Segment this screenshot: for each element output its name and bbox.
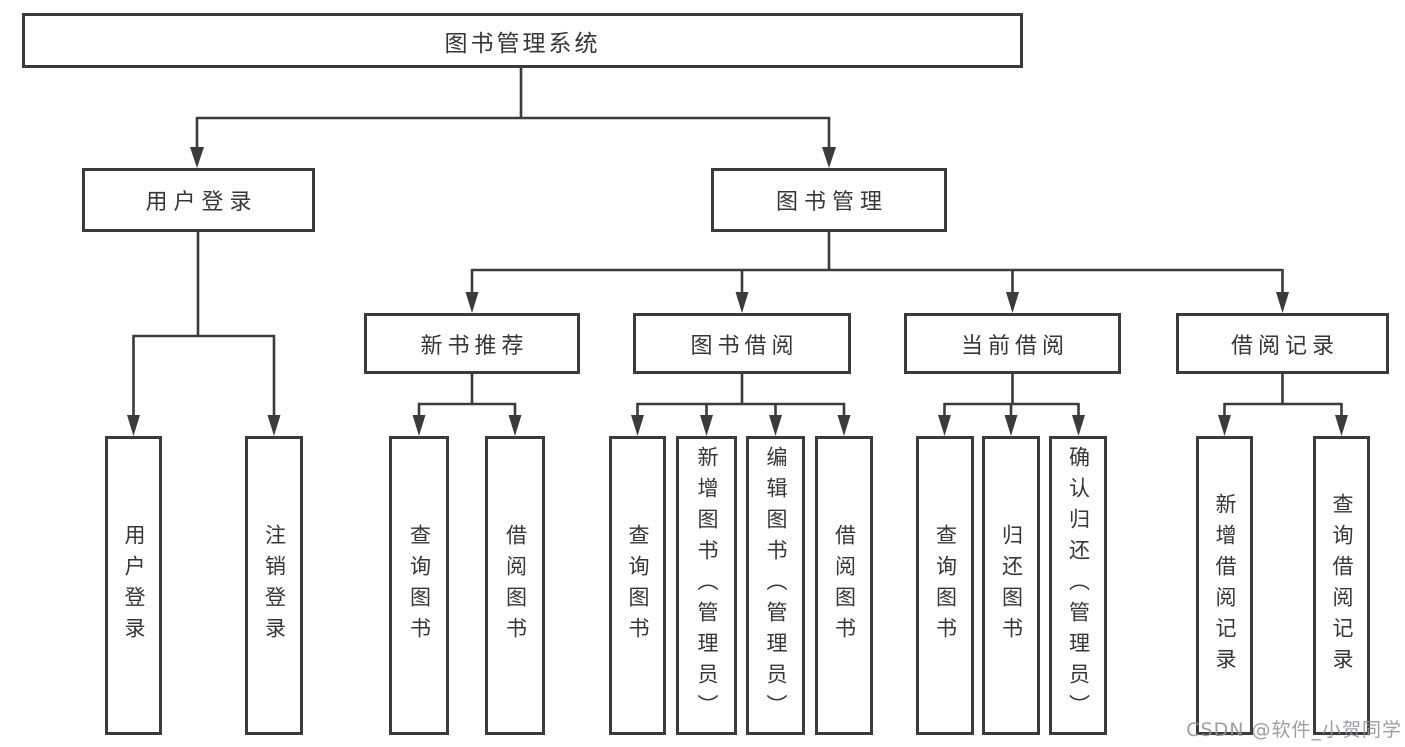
leaf-borrow-book-recommend: 借阅图书: [485, 436, 545, 735]
node-borrow-record: 借阅记录: [1176, 313, 1389, 374]
node-root-system: 图书管理系统: [22, 13, 1023, 68]
leaf-user-login: 用户登录: [105, 436, 162, 735]
leaf-logout: 注销登录: [245, 436, 303, 735]
leaf-query-book-recommend: 查询图书: [389, 436, 449, 735]
node-book-management: 图书管理: [711, 168, 947, 232]
leaf-query-current: 查询图书: [916, 436, 974, 735]
leaf-add-borrow-record: 新增借阅记录: [1196, 436, 1253, 735]
leaf-borrow-book: 借阅图书: [815, 436, 873, 735]
leaf-query-borrow-record: 查询借阅记录: [1313, 436, 1370, 735]
node-book-borrow: 图书借阅: [633, 313, 851, 374]
leaf-edit-book-admin: 编辑图书（管理员）: [746, 436, 805, 735]
leaf-query-book: 查询图书: [609, 436, 666, 735]
leaf-confirm-return-admin: 确认归还（管理员）: [1049, 436, 1107, 735]
node-user-login: 用户登录: [82, 168, 315, 232]
node-current-borrow: 当前借阅: [904, 313, 1121, 374]
node-new-book-recommend: 新书推荐: [364, 313, 580, 374]
csdn-watermark: CSDN @软件_小贺同学: [1186, 719, 1402, 741]
leaf-return-book: 归还图书: [982, 436, 1040, 735]
leaf-add-book-admin: 新增图书（管理员）: [676, 436, 737, 735]
